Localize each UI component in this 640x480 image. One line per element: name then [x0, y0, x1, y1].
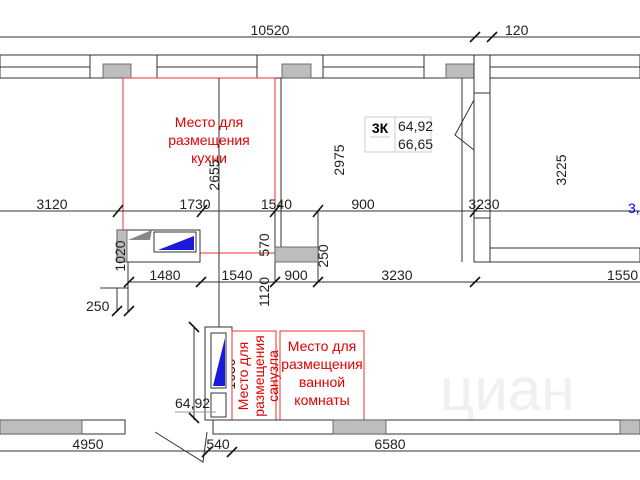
middle-dimensions: 3120 1730 1540 900 3230 3, [0, 196, 640, 218]
bathroom-zone: Место для размещения ванной комнаты [279, 330, 365, 421]
blue-label: 3, [628, 200, 640, 216]
dim-3230: 3230 [381, 267, 412, 283]
dim-10520: 10520 [251, 22, 290, 38]
dim-120: 120 [505, 22, 529, 38]
dim-1020: 1020 [112, 240, 128, 271]
dim-6580: 6580 [374, 436, 405, 452]
kitchen-label: кухни [191, 150, 227, 166]
bathroom-label: Место для [288, 338, 356, 354]
lower-dimensions: 1480 1540 900 3230 1550 250 [86, 262, 640, 317]
apartment-info: 3К 64,92 66,65 [364, 116, 433, 153]
top-dimension: 10520 120 [0, 22, 640, 43]
dim-3230: 3230 [468, 196, 499, 212]
dim-3225: 3225 [553, 154, 569, 185]
kitchen-label: размещения [168, 132, 250, 148]
kitchen-label: Место для [175, 114, 243, 130]
dim-2975: 2975 [331, 144, 347, 175]
living-area: 64,92 [398, 118, 433, 134]
dim-2655: 2655 [206, 159, 222, 190]
sanuzel-label: размещения [251, 335, 267, 417]
bottom-dimensions: 4950 540 6580 [0, 436, 640, 458]
dim-1120: 1120 [256, 277, 272, 307]
right-wall [454, 93, 640, 263]
bottom-wall [0, 419, 640, 463]
dim-1550: 1550 [607, 267, 638, 283]
dim-570: 570 [256, 233, 272, 257]
dim-250-vertical: 250 [315, 244, 331, 268]
dim-900: 900 [351, 196, 375, 212]
bathroom-label: ванной [299, 374, 345, 390]
kitchen-zone: Место для размещения кухни [122, 77, 276, 254]
wall-block [116, 229, 319, 263]
top-wall [0, 54, 640, 94]
watermark: циан [440, 356, 574, 423]
bathroom-label: комнаты [294, 392, 349, 408]
bathroom-label: размещения [281, 356, 363, 372]
dim-1480: 1480 [149, 267, 180, 283]
shaft [188, 321, 233, 424]
dim-1730: 1730 [179, 196, 210, 212]
dim-4950: 4950 [72, 436, 103, 452]
total-area: 66,65 [398, 136, 433, 152]
dim-540: 540 [206, 436, 230, 452]
sanuzel-zone: Место для размещения санузла [231, 330, 281, 421]
dim-3120: 3120 [36, 196, 67, 212]
dim-1540: 1540 [221, 267, 252, 283]
apartment-type: 3К [372, 120, 389, 136]
sanuzel-label: санузла [265, 350, 281, 402]
area-label: 64,92 [175, 395, 210, 411]
dim-1540: 1540 [261, 196, 292, 212]
sanuzel-label: Место для [235, 342, 251, 410]
dim-900: 900 [284, 267, 308, 283]
dim-250: 250 [86, 298, 110, 314]
